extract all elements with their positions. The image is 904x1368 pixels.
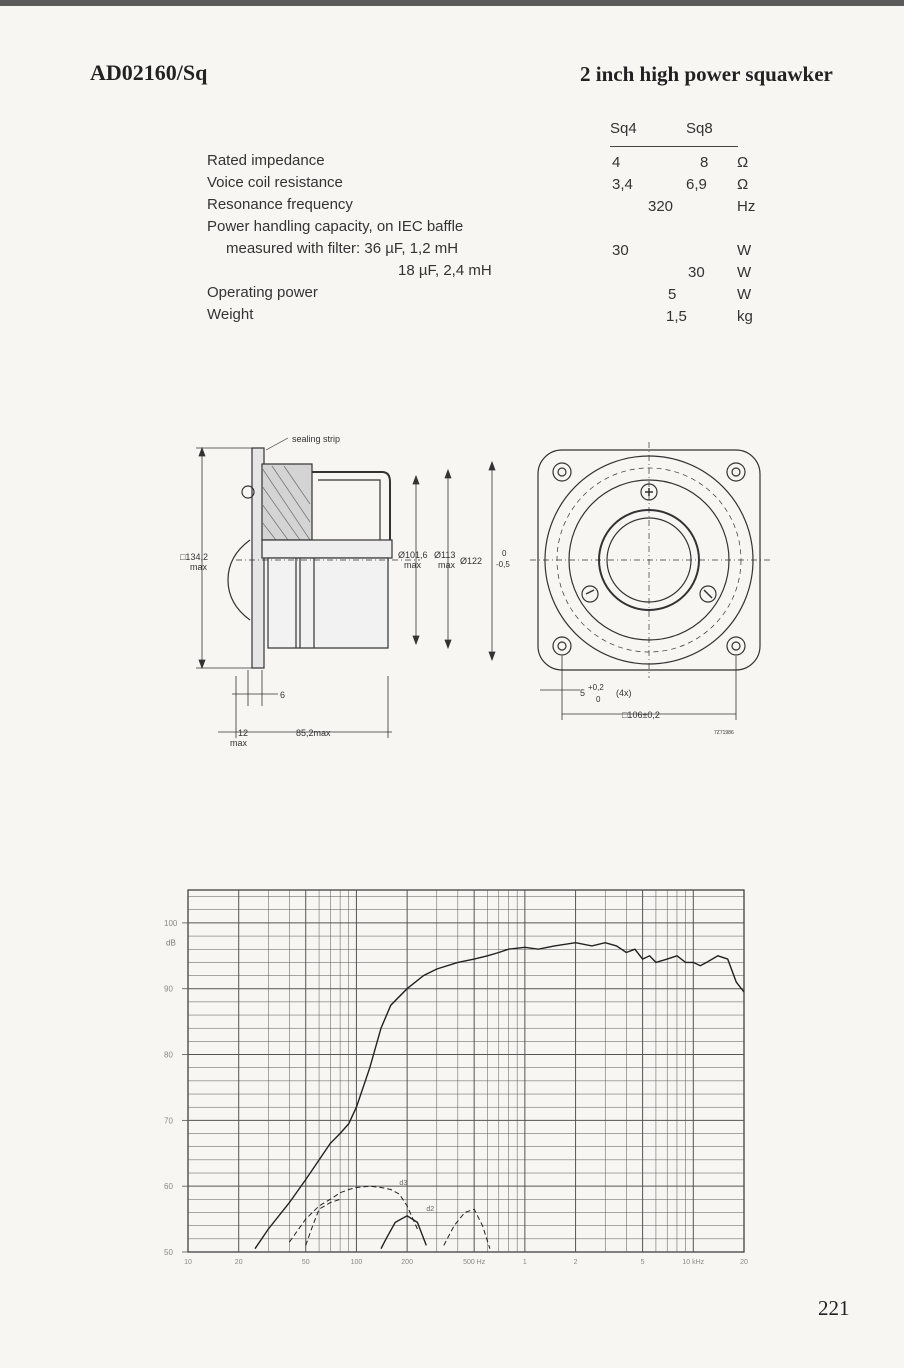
- spec-label-power-handling: Power handling capacity, on IEC baffle: [207, 218, 464, 235]
- spec-sq8-voice-coil: 6,9: [686, 176, 707, 193]
- y-tick-label: 90: [164, 985, 173, 994]
- spec-sq4-filter-36: 30: [612, 242, 629, 259]
- column-header-sq4: Sq4: [610, 120, 637, 137]
- x-tick-label: 20: [235, 1259, 243, 1266]
- front-view: [530, 442, 770, 678]
- label-dim-101-max: max: [404, 560, 422, 570]
- x-tick-label: 20: [740, 1259, 748, 1266]
- spec-label-weight: Weight: [207, 306, 254, 323]
- x-tick-label: 50: [302, 1259, 310, 1266]
- x-tick-label: 500 Hz: [463, 1259, 486, 1266]
- spec-sq4-voice-coil: 3,4: [612, 176, 633, 193]
- y-tick-label: 50: [164, 1248, 173, 1257]
- label-dim-12: 12: [238, 728, 248, 738]
- x-tick-label: 2: [574, 1259, 578, 1266]
- label-dim-5: 5: [580, 688, 585, 698]
- header-rule: [610, 146, 738, 147]
- x-tick-label: 1: [523, 1259, 527, 1266]
- curve-label-d2: d2: [426, 1206, 434, 1213]
- spec-common-operating-power: 5: [668, 286, 677, 303]
- spec-label-rated-impedance: Rated impedance: [207, 152, 325, 169]
- spec-unit-filter-36: W: [737, 242, 752, 259]
- series-line-0: [254, 941, 745, 1250]
- y-tick-label: 80: [164, 1051, 173, 1060]
- chart-series: d3 d2: [254, 941, 745, 1250]
- x-tick-label: 5: [641, 1259, 645, 1266]
- x-tick-label: 10: [184, 1259, 192, 1266]
- x-tick-label: 100: [351, 1259, 363, 1266]
- dimension-drawing: sealing strip □134,2 max Ø101,6 max Ø113…: [180, 434, 770, 748]
- chart-ticks: 100 90 80 70 60 50 10 20 50 100 200 500 Hz 1 2 5 10 kHz…: [164, 919, 748, 1266]
- label-dim-square: □134,2: [180, 552, 208, 562]
- spec-sq8-rated-impedance: 8: [700, 154, 709, 171]
- y-tick-label: 60: [164, 1182, 173, 1191]
- y-tick-label: 70: [164, 1116, 173, 1125]
- label-ref-code: 7Z71986: [714, 730, 734, 736]
- label-dim-4x: (4x): [616, 688, 632, 698]
- page-number: 221: [818, 1296, 850, 1320]
- label-dim-106: □106±0,2: [622, 710, 660, 720]
- spec-label-resonance: Resonance frequency: [207, 196, 353, 213]
- curve-label-d3: d3: [399, 1180, 407, 1187]
- spec-unit-filter-18: W: [737, 264, 752, 281]
- series-line-4: [443, 1208, 491, 1249]
- chart-y-axis-label: dB: [166, 939, 176, 948]
- label-dim-85: 85,2max: [296, 728, 331, 738]
- front-view-dimensions: [540, 656, 737, 720]
- page-top-border: [0, 0, 904, 6]
- chart-grid: [187, 889, 745, 1253]
- label-dim-12-max: max: [230, 738, 248, 748]
- spec-label-filter-36: measured with filter: 36 µF, 1,2 mH: [226, 240, 459, 257]
- side-view: [227, 437, 420, 669]
- label-tol-5-top: +0,2: [588, 683, 604, 692]
- spec-unit-rated-impedance: Ω: [737, 154, 749, 171]
- label-dim-113: Ø113: [434, 550, 455, 560]
- spec-common-weight: 1,5: [666, 308, 687, 325]
- label-dim-square-max: max: [190, 562, 208, 572]
- x-tick-label: 200: [401, 1259, 413, 1266]
- spec-label-operating-power: Operating power: [207, 284, 318, 301]
- series-line-3: [380, 1214, 427, 1250]
- label-tol-122-top: 0: [502, 549, 507, 558]
- spec-common-resonance: 320: [648, 198, 674, 215]
- chart-frame: [187, 889, 745, 1253]
- label-dim-101: Ø101,6: [398, 550, 428, 560]
- label-tol-5-bottom: 0: [596, 695, 601, 704]
- spec-unit-weight: kg: [737, 308, 753, 325]
- side-view-dimensions: [196, 446, 496, 738]
- series-line-1: [288, 1185, 418, 1243]
- column-header-sq8: Sq8: [686, 120, 713, 137]
- product-description: 2 inch high power squawker: [580, 62, 833, 86]
- spec-unit-resonance: Hz: [737, 198, 756, 215]
- x-tick-label: 10 kHz: [682, 1259, 704, 1266]
- y-tick-label: 100: [164, 919, 178, 928]
- spec-unit-operating-power: W: [737, 286, 752, 303]
- spec-sq8-filter-18: 30: [688, 264, 705, 281]
- label-dim-6: 6: [280, 690, 285, 700]
- spec-label-filter-18: 18 µF, 2,4 mH: [398, 262, 492, 279]
- spec-unit-voice-coil: Ω: [737, 176, 749, 193]
- spec-sq4-rated-impedance: 4: [612, 154, 621, 171]
- series-line-2: [305, 1198, 341, 1246]
- model-number: AD02160/Sq: [90, 60, 208, 85]
- spec-label-voice-coil: Voice coil resistance: [207, 174, 343, 191]
- label-sealing-strip: sealing strip: [292, 434, 340, 444]
- label-tol-122-bottom: -0,5: [496, 560, 510, 569]
- label-dim-113-max: max: [438, 560, 456, 570]
- label-dim-122: Ø122: [460, 556, 482, 566]
